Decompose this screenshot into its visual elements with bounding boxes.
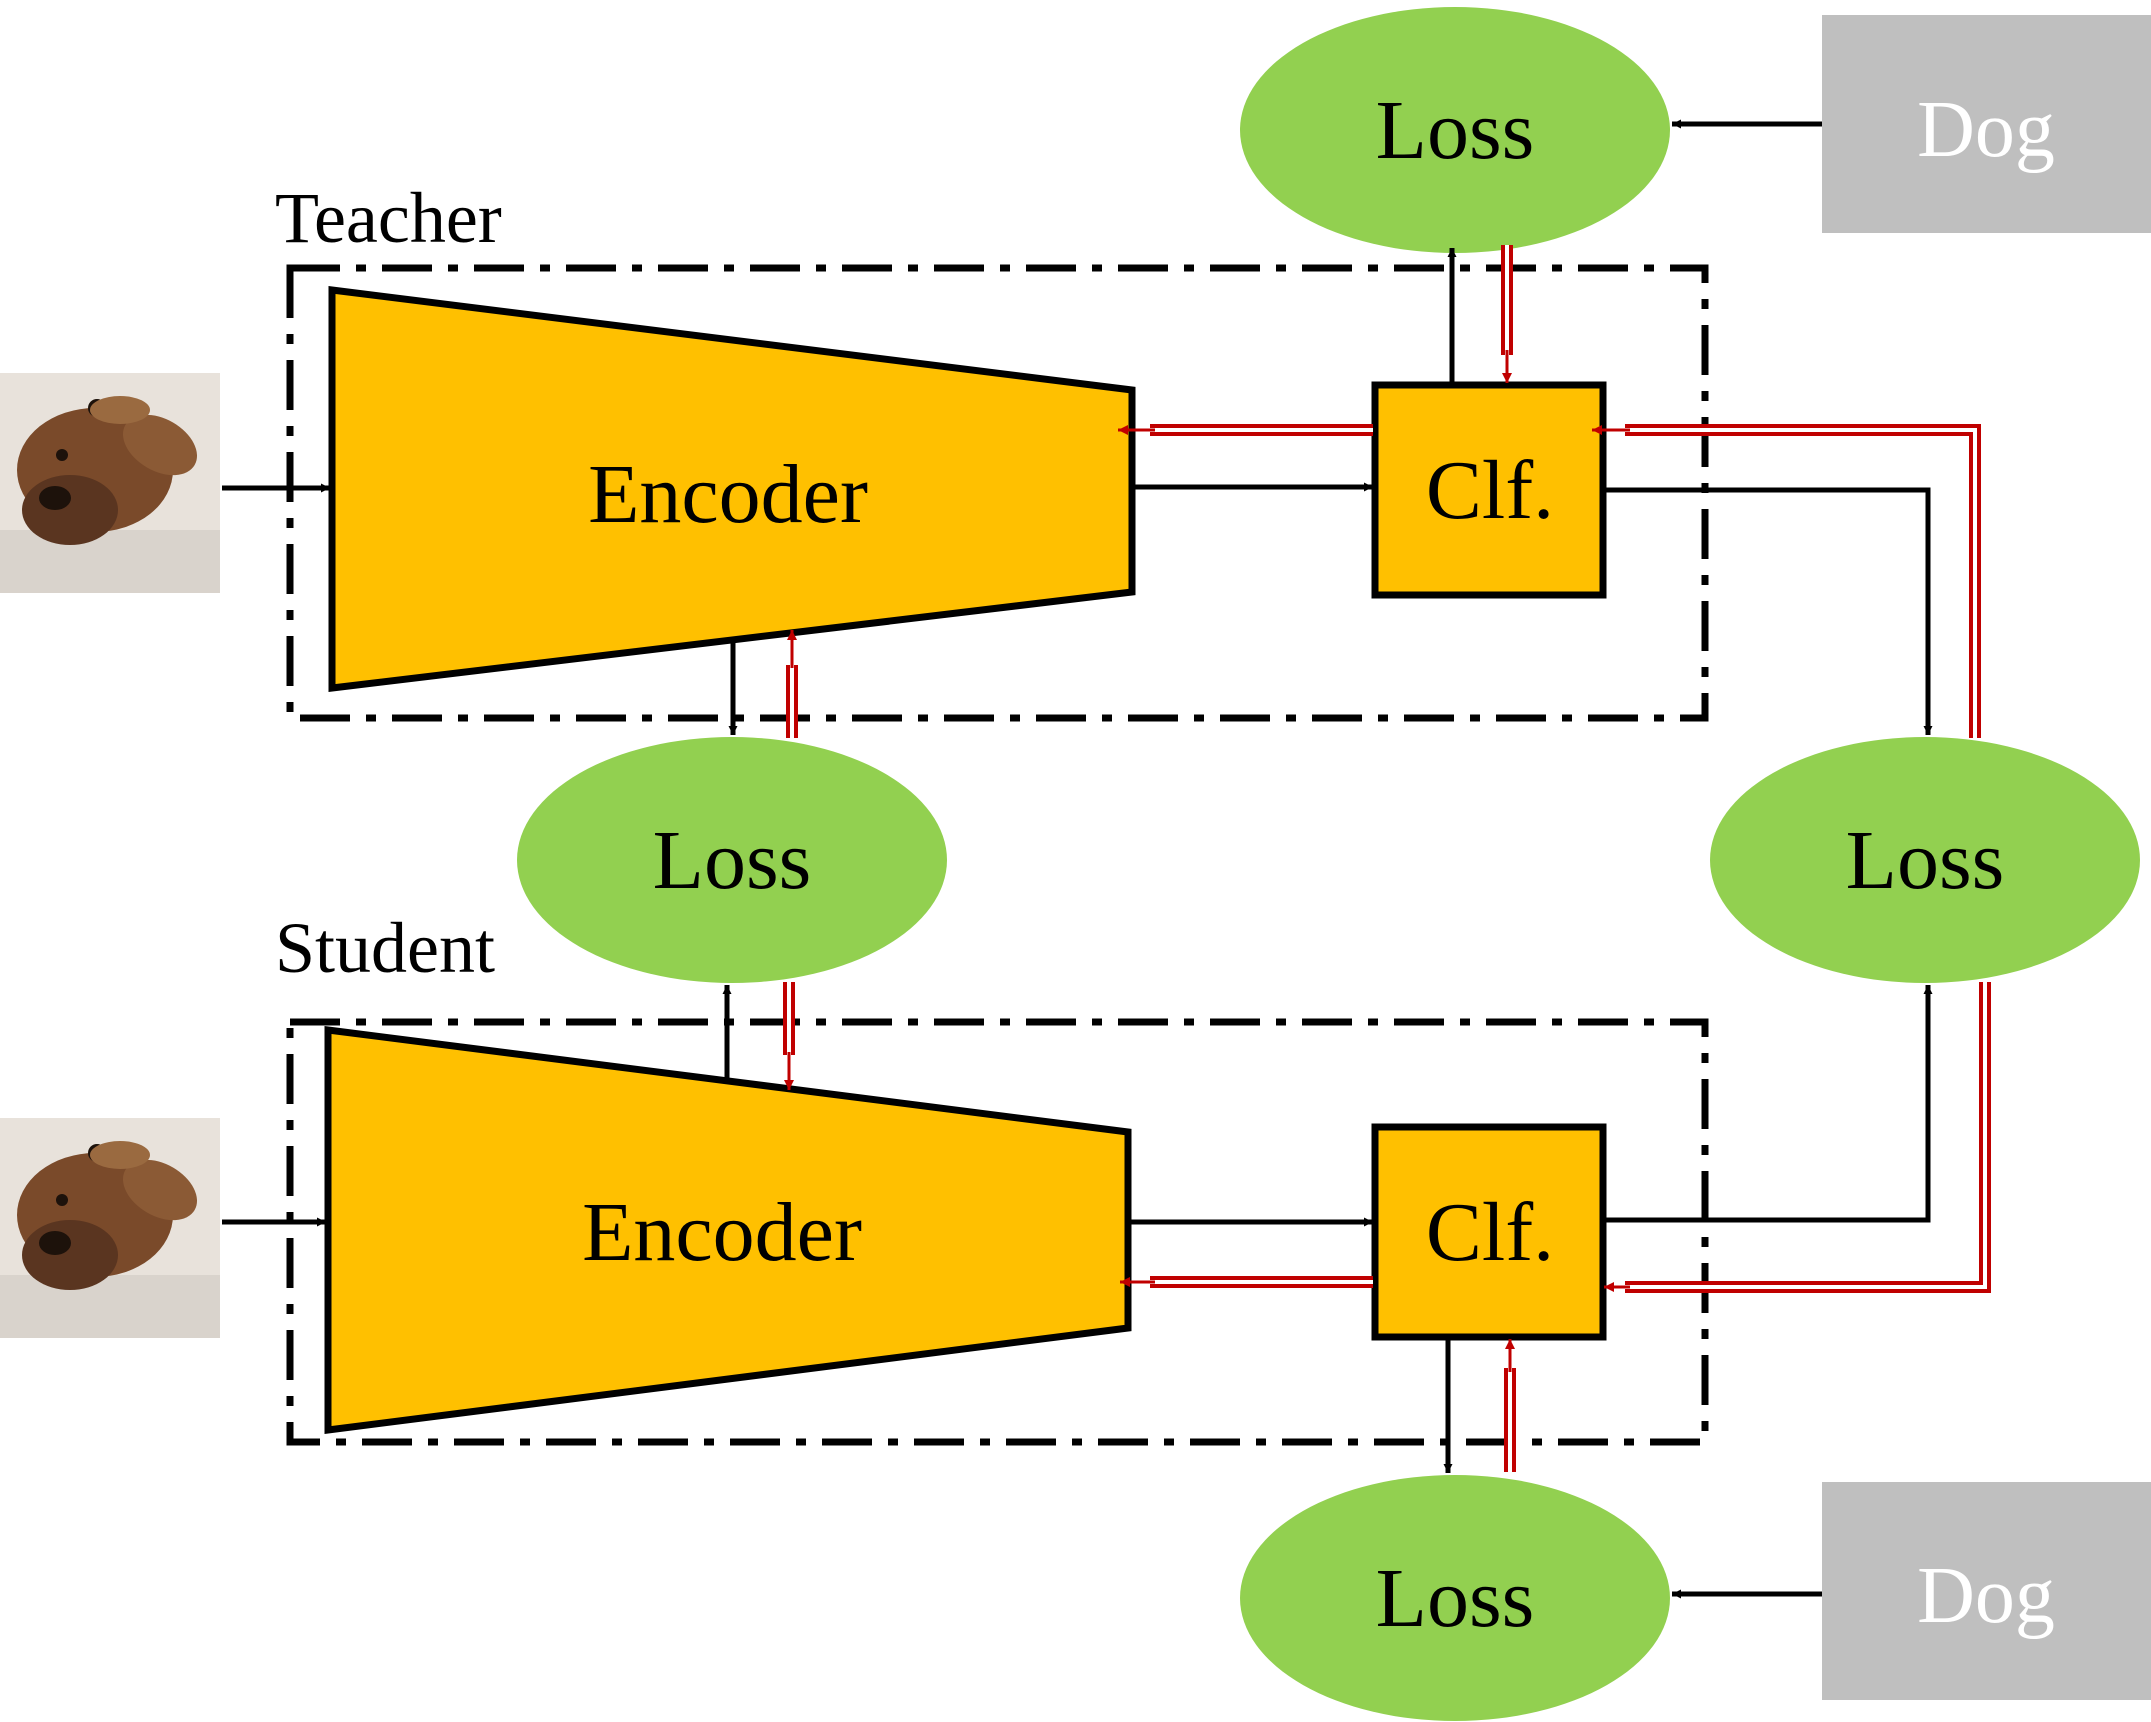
logit-loss bbox=[1710, 737, 2140, 983]
teacher-clf-to-logit-loss-arrow bbox=[1605, 487, 1933, 735]
student-clf-label: Clf. bbox=[1426, 1186, 1554, 1279]
teacher-label-loss-text: Loss bbox=[1376, 84, 1535, 177]
student-encoder-shape bbox=[324, 1026, 1132, 1434]
student-clf-to-logit-loss-arrow bbox=[1605, 985, 1933, 1223]
student-label-loss bbox=[1240, 1475, 1670, 1721]
student-clf-box bbox=[1371, 1123, 1607, 1341]
logit-loss-to-teacher-clf-grad bbox=[1592, 424, 1981, 738]
teacher-clf-box bbox=[1371, 381, 1607, 599]
feature-loss bbox=[517, 737, 947, 983]
top-label-box bbox=[1822, 15, 2151, 233]
student-label: Student bbox=[275, 908, 495, 988]
top-label-text: Dog bbox=[1917, 86, 2055, 174]
student-encoder-label: Encoder bbox=[582, 1186, 862, 1279]
bottom-label-text: Dog bbox=[1917, 1552, 2055, 1640]
logit-loss-to-student-clf-grad bbox=[1604, 982, 1991, 1293]
teacher-group-box bbox=[286, 264, 1709, 722]
teacher-encoder-label: Encoder bbox=[588, 448, 868, 541]
teacher-label: Teacher bbox=[275, 178, 502, 258]
teacher-input-image bbox=[0, 373, 220, 593]
forward-arrows bbox=[222, 119, 1933, 1599]
backward-arrows bbox=[783, 245, 1991, 1472]
teacher-label-loss bbox=[1240, 7, 1670, 253]
teacher-encoder-shape bbox=[328, 286, 1136, 692]
logit-loss-text: Loss bbox=[1846, 814, 2005, 907]
teacher-clf-label: Clf. bbox=[1426, 444, 1554, 537]
bottom-label-box bbox=[1822, 1482, 2151, 1700]
feature-loss-text: Loss bbox=[653, 814, 812, 907]
student-input-image bbox=[0, 1118, 220, 1338]
student-label-loss-text: Loss bbox=[1376, 1552, 1535, 1645]
